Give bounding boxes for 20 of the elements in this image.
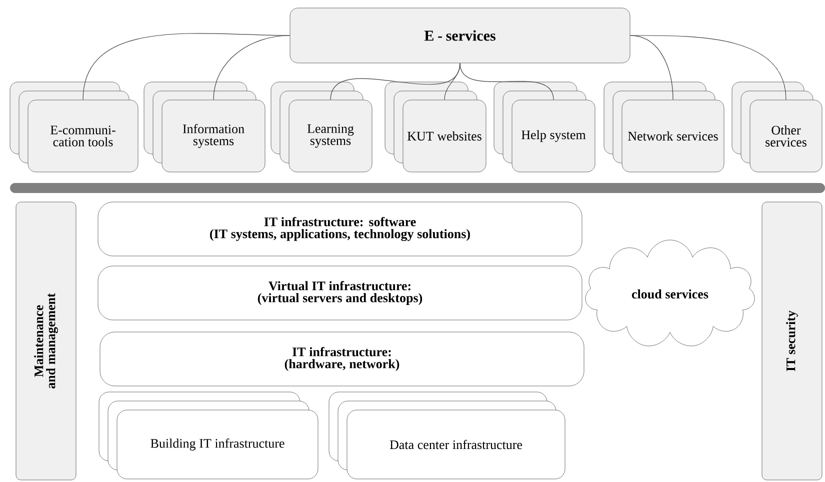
stacked-infrastructure-box: Data center infrastructure — [328, 392, 566, 480]
stacked-service-box: Learning systems — [270, 82, 372, 172]
layer-box: IT infrastructure: (hardware, network) — [100, 332, 584, 386]
connector-line — [213, 35, 290, 100]
connector-line — [460, 62, 554, 100]
stacked-service-box: Help system — [494, 82, 596, 172]
stacked-service-box: KUT websites — [384, 82, 486, 172]
side-bar: IT security — [762, 202, 822, 480]
stacked-service-box: E-communi- cation tools — [10, 82, 138, 172]
layer-box: IT infrastructure: software (IT systems, applications, technology solutions) — [98, 202, 582, 256]
connector-line — [444, 62, 460, 100]
stacked-service-box: Other services — [732, 82, 822, 172]
service-box: E - services — [290, 8, 630, 64]
layer-box: Virtual IT infrastructure: (virtual servers and desktops) — [98, 266, 582, 320]
stacked-service-box: Network services — [604, 82, 724, 172]
stacked-infrastructure-box: Building IT infrastructure — [98, 392, 318, 480]
connector-line — [82, 33, 290, 100]
connector-line — [630, 35, 786, 100]
stacked-service-box: Information systems — [144, 82, 266, 172]
side-bar: Maintenance and management — [16, 202, 76, 480]
